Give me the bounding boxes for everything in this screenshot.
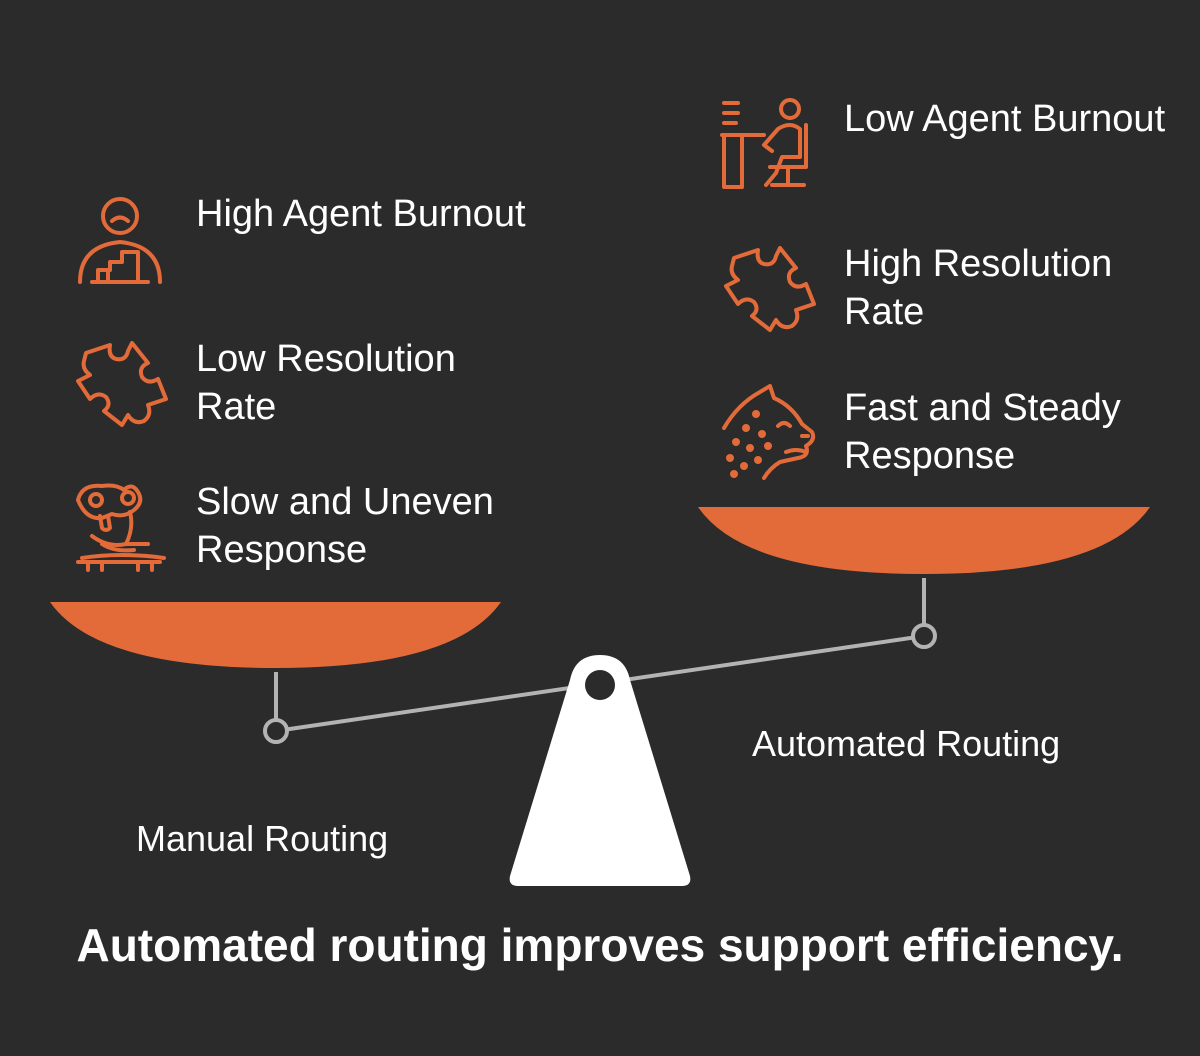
- right-item-resolution-rate-text: High Resolution Rate: [844, 243, 1113, 333]
- left-item-resolution-rate-text: Low Resolution Rate: [196, 338, 456, 428]
- left-item-agent-burnout-text: High Agent Burnout: [196, 193, 526, 235]
- relaxed-agent-at-desk-icon: [720, 95, 820, 195]
- left-item-resolution-rate: Low Resolution Rate: [72, 335, 492, 445]
- right-item-resolution-rate: High Resolution Rate: [720, 240, 1140, 350]
- automated-routing-label: Automated Routing: [752, 723, 1061, 764]
- right-item-response-text: Fast and Steady Response: [844, 387, 1121, 477]
- manual-routing-label: Manual Routing: [136, 818, 389, 859]
- left-item-response-text: Slow and Uneven Response: [196, 481, 494, 571]
- puzzle-piece-icon: [720, 240, 820, 340]
- right-item-agent-burnout-text: Low Agent Burnout: [844, 98, 1166, 140]
- sloth-icon: [72, 478, 172, 578]
- fulcrum-hole: [585, 670, 615, 700]
- conclusion-caption: Automated routing improves support effic…: [76, 919, 1124, 971]
- right-pivot: [911, 623, 937, 649]
- right-item-response: Fast and Steady Response: [720, 384, 1140, 494]
- left-pivot: [263, 718, 289, 744]
- left-pan: [50, 602, 501, 668]
- right-pan: [698, 507, 1150, 574]
- cheetah-icon: [720, 384, 820, 484]
- left-item-agent-burnout: High Agent Burnout: [72, 190, 526, 300]
- fulcrum: [509, 655, 691, 886]
- left-item-response: Slow and Uneven Response: [72, 478, 494, 588]
- puzzle-piece-icon: [72, 335, 172, 435]
- stressed-agent-icon: [72, 190, 172, 290]
- right-item-agent-burnout: Low Agent Burnout: [720, 95, 1165, 205]
